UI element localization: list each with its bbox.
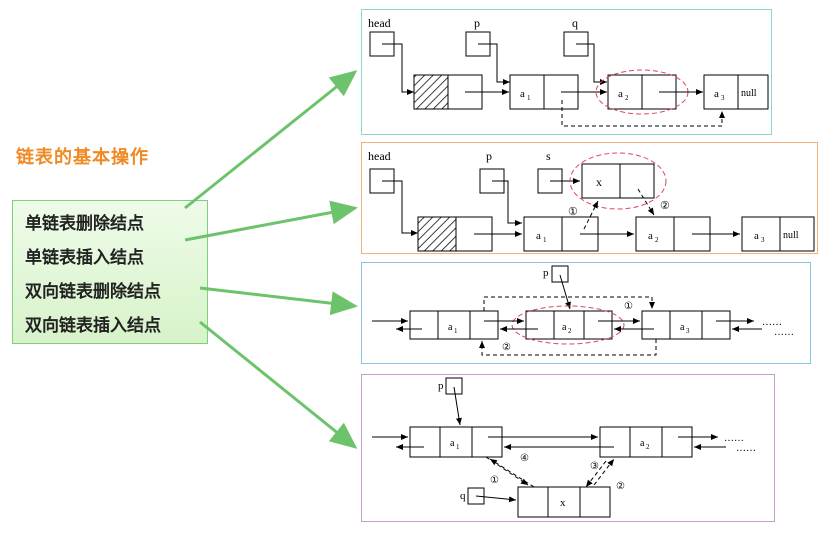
menu-item-singly-delete[interactable]: 单链表删除结点 bbox=[25, 214, 144, 233]
menu-item-singly-insert[interactable]: 单链表插入结点 bbox=[25, 248, 144, 267]
node-a2-data bbox=[607, 74, 643, 110]
menu-item-doubly-delete[interactable]: 双向链表删除结点 bbox=[25, 282, 161, 301]
svg-text:a: a bbox=[536, 230, 541, 242]
q-pointer-box bbox=[467, 487, 485, 505]
bypass-link bbox=[561, 100, 725, 127]
head-label: head bbox=[368, 16, 391, 30]
head-node-data bbox=[417, 216, 457, 252]
svg-text:①: ① bbox=[568, 206, 578, 218]
step1-link bbox=[483, 296, 655, 311]
delete-highlight bbox=[511, 305, 625, 345]
svg-text:……: …… bbox=[774, 327, 794, 338]
svg-text:a: a bbox=[562, 322, 567, 333]
svg-text:a: a bbox=[618, 88, 623, 100]
menu-item-doubly-insert[interactable]: 双向链表插入结点 bbox=[25, 316, 161, 335]
svg-text:x: x bbox=[596, 175, 602, 189]
svg-text:null: null bbox=[741, 88, 757, 99]
connector-arrow-1 bbox=[184, 70, 358, 210]
svg-text:1: 1 bbox=[543, 236, 547, 244]
step2-link bbox=[593, 458, 615, 486]
node-a3-data bbox=[703, 74, 739, 110]
svg-text:x: x bbox=[560, 497, 566, 509]
q-label: q bbox=[572, 16, 578, 30]
node-x-next bbox=[619, 163, 655, 199]
svg-text:1: 1 bbox=[454, 327, 458, 335]
svg-text:2: 2 bbox=[625, 94, 629, 102]
node-a3-data bbox=[741, 216, 781, 252]
svg-text:a: a bbox=[680, 322, 685, 333]
node-a2-data bbox=[635, 216, 675, 252]
svg-text:q: q bbox=[460, 490, 466, 502]
connector-arrow-3 bbox=[199, 286, 358, 316]
step4-link bbox=[489, 458, 535, 488]
step3-link bbox=[585, 460, 607, 488]
svg-text:a: a bbox=[520, 88, 525, 100]
svg-text:……: …… bbox=[762, 317, 782, 328]
svg-text:2: 2 bbox=[655, 236, 659, 244]
p-pointer-box bbox=[445, 377, 463, 395]
node-a3-null bbox=[779, 216, 815, 252]
svg-text:①: ① bbox=[490, 475, 499, 486]
svg-text:2: 2 bbox=[646, 443, 650, 451]
node-a3-null bbox=[737, 74, 769, 110]
svg-text:s: s bbox=[546, 149, 551, 163]
svg-text:3: 3 bbox=[686, 327, 690, 335]
p-pointer-box bbox=[551, 265, 569, 283]
p-label: p bbox=[474, 16, 480, 30]
svg-text:①: ① bbox=[624, 301, 633, 312]
head-node-data bbox=[413, 74, 449, 110]
svg-text:……: …… bbox=[736, 443, 756, 454]
svg-text:②: ② bbox=[502, 342, 511, 353]
operation-menu: 单链表删除结点 单链表插入结点 双向链表删除结点 双向链表插入结点 bbox=[12, 200, 208, 344]
svg-text:a: a bbox=[448, 322, 453, 333]
node-a1-data bbox=[509, 74, 545, 110]
svg-text:p: p bbox=[543, 267, 549, 279]
step2-link bbox=[637, 188, 655, 216]
svg-text:②: ② bbox=[616, 481, 625, 492]
svg-text:1: 1 bbox=[456, 443, 460, 451]
svg-text:a: a bbox=[754, 230, 759, 242]
svg-text:a: a bbox=[648, 230, 653, 242]
svg-text:null: null bbox=[783, 230, 799, 241]
section-title: 链表的基本操作 bbox=[16, 147, 149, 167]
svg-text:③: ③ bbox=[590, 461, 599, 472]
connector-arrow-4 bbox=[199, 320, 358, 449]
insert-highlight bbox=[569, 152, 667, 210]
svg-text:②: ② bbox=[660, 200, 670, 212]
svg-text:1: 1 bbox=[527, 94, 531, 102]
step1-link bbox=[583, 200, 599, 230]
svg-text:2: 2 bbox=[568, 327, 572, 335]
svg-text:……: …… bbox=[724, 433, 744, 444]
step2-link bbox=[479, 339, 657, 356]
svg-text:3: 3 bbox=[721, 94, 725, 102]
svg-text:p: p bbox=[438, 380, 444, 392]
svg-text:head: head bbox=[368, 149, 391, 163]
svg-text:3: 3 bbox=[761, 236, 765, 244]
node-a1-data bbox=[523, 216, 563, 252]
svg-text:a: a bbox=[450, 438, 455, 449]
svg-text:a: a bbox=[714, 88, 719, 100]
connector-arrow-2 bbox=[184, 200, 358, 242]
svg-text:p: p bbox=[486, 149, 492, 163]
svg-text:a: a bbox=[640, 438, 645, 449]
svg-text:④: ④ bbox=[520, 453, 529, 464]
